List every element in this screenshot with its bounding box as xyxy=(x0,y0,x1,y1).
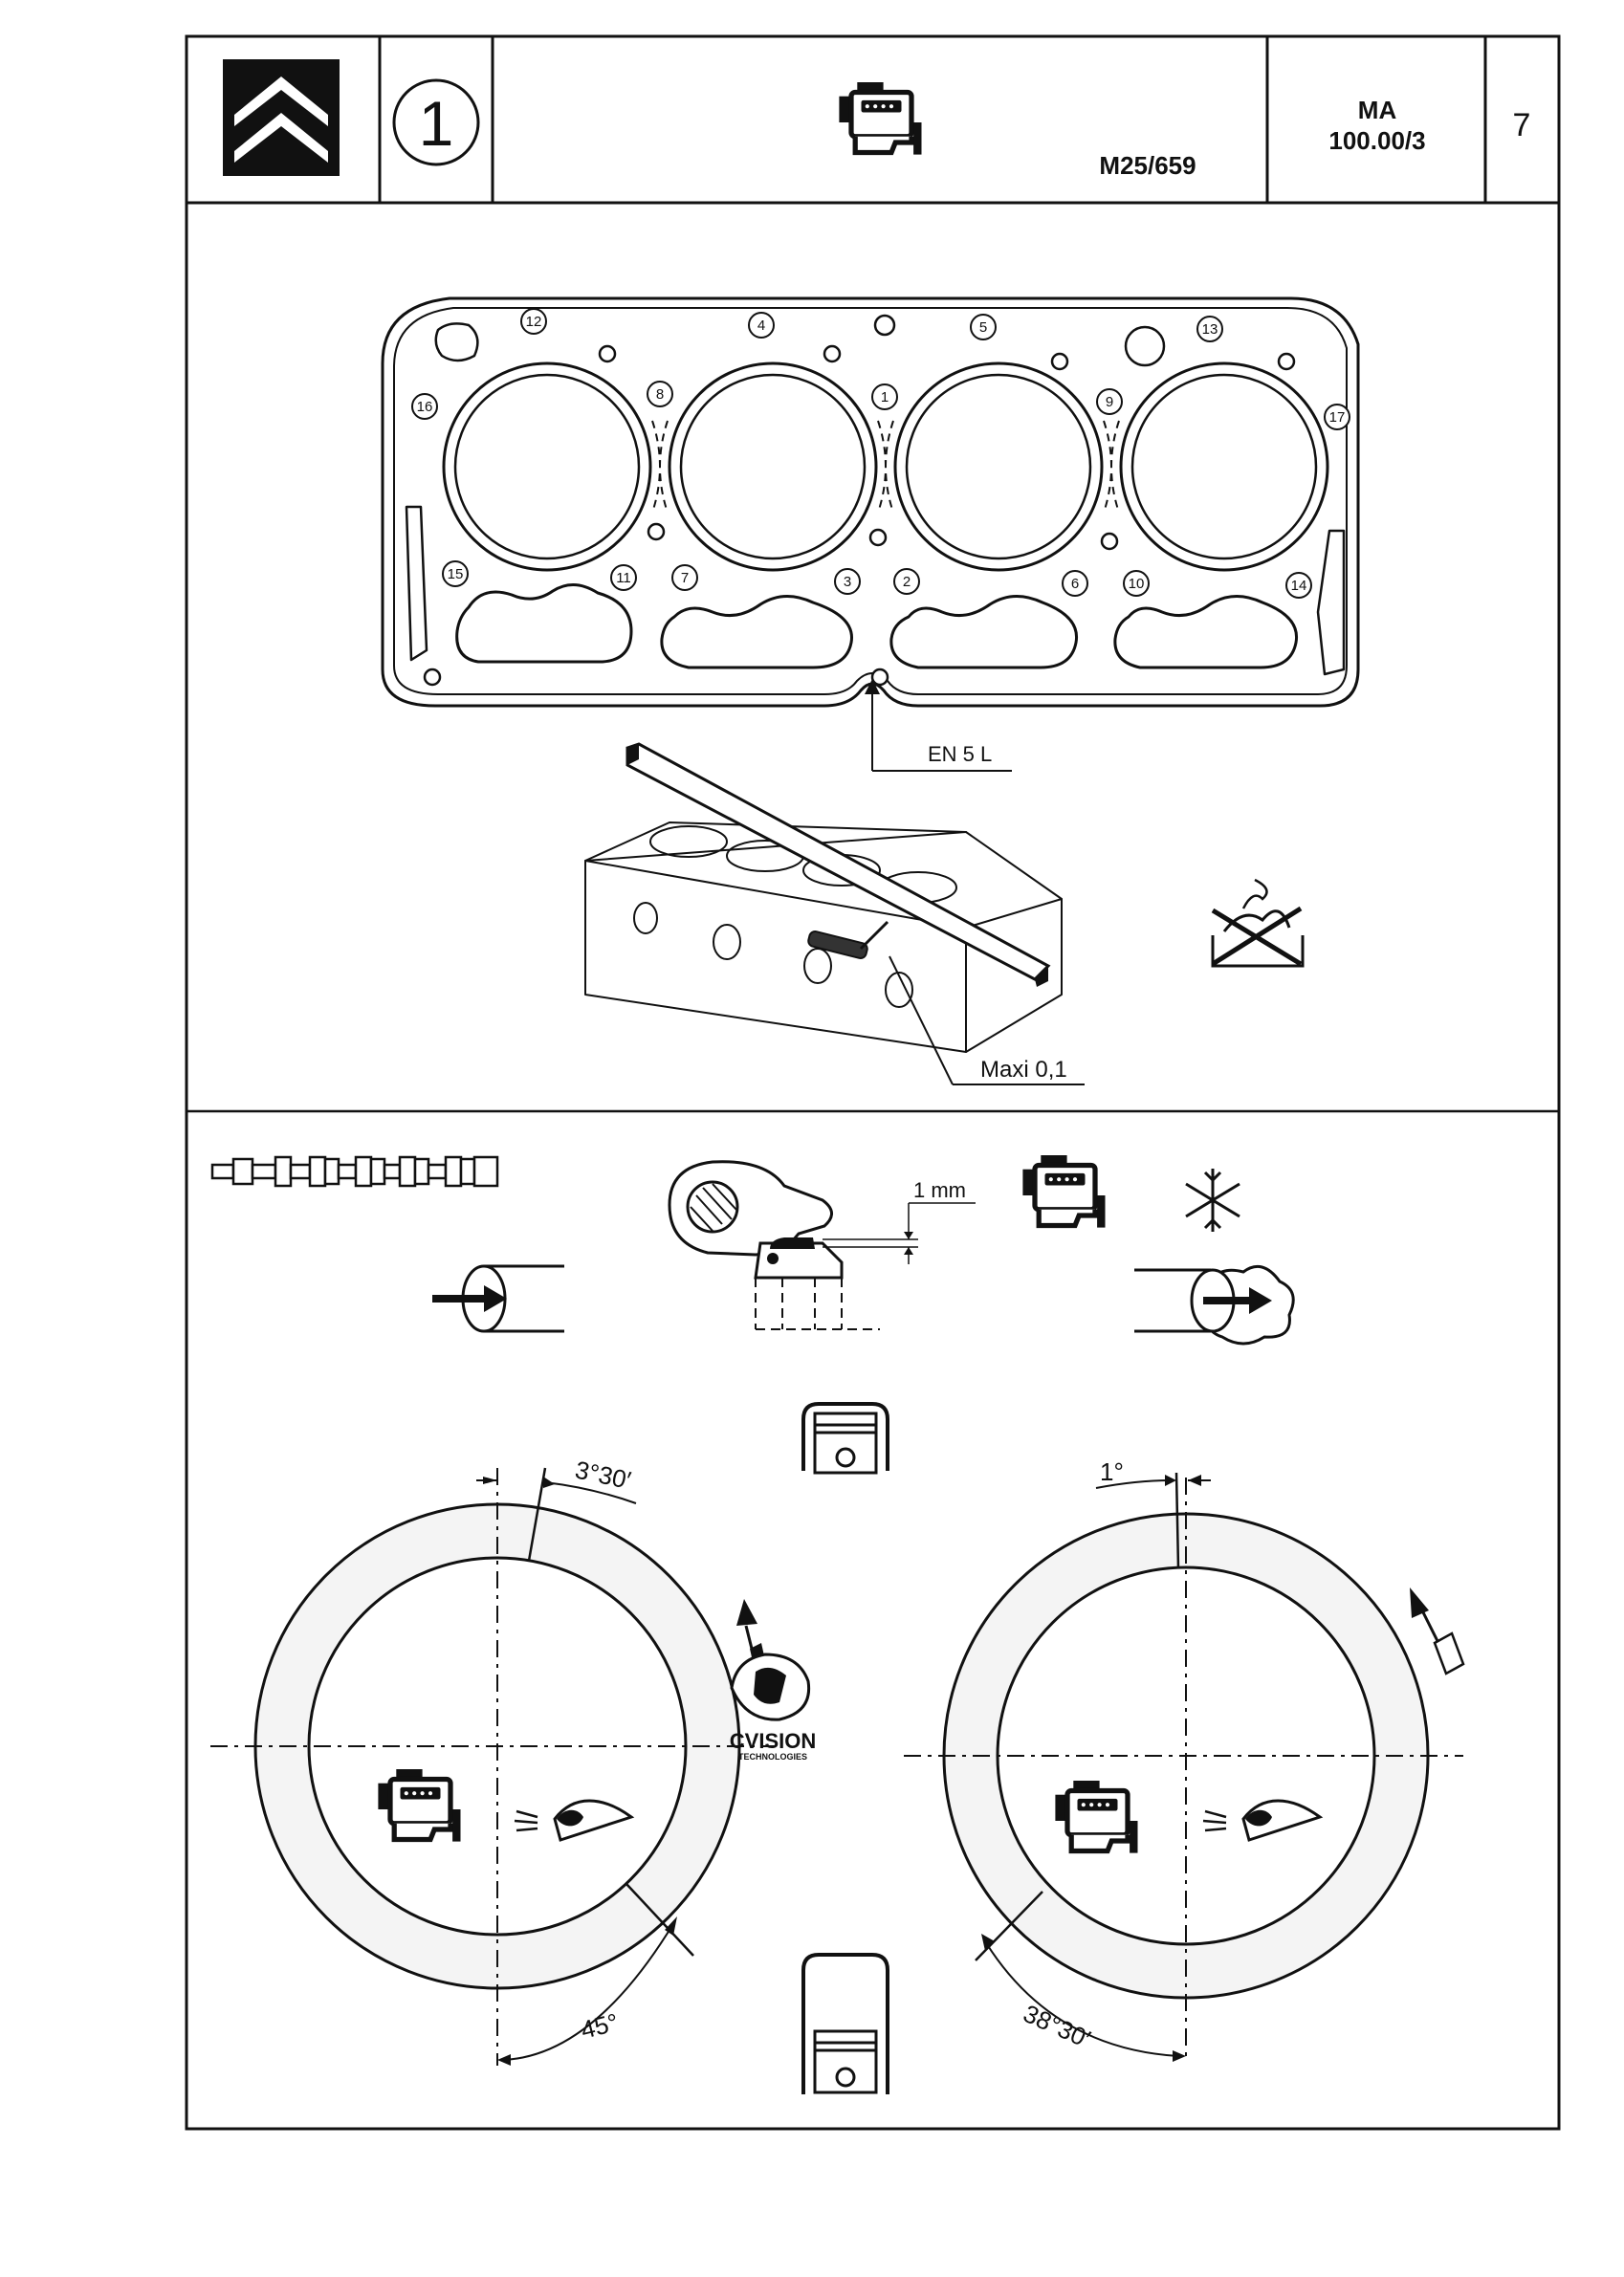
bolt-label-17: 17 xyxy=(1329,409,1346,426)
bolt-label-16: 16 xyxy=(417,399,433,415)
camshaft-icon xyxy=(210,1155,499,1188)
watermark-logo: CVISION TECHNOLOGIES xyxy=(730,1653,816,1762)
watermark-line1: CVISION xyxy=(730,1729,816,1753)
bolt-label-10: 10 xyxy=(1129,576,1145,592)
intake-close-angle: 45° xyxy=(578,2007,621,2045)
exhaust-close-angle: 38°30′ xyxy=(1020,1999,1095,2053)
engine-icon xyxy=(839,82,921,155)
marking-leader: EN 5 L xyxy=(865,679,1012,772)
step-badge: 1 xyxy=(392,78,480,166)
step-number: 1 xyxy=(419,88,454,159)
bolt-label-8: 8 xyxy=(656,386,664,403)
section-line2: 100.00/3 xyxy=(1328,126,1425,155)
page-frame xyxy=(185,34,1561,2131)
bolt-label-14: 14 xyxy=(1291,578,1307,594)
cylinder-block-flatness-drawing: Maxi 0,1 xyxy=(584,742,1085,1085)
valve-clearance-value: 1 mm xyxy=(913,1178,966,1202)
bolt-label-6: 6 xyxy=(1071,576,1079,592)
bolt-label-4: 4 xyxy=(757,317,765,334)
bolt-label-11: 11 xyxy=(616,570,631,586)
bolt-label-3: 3 xyxy=(844,574,851,590)
bolt-label-15: 15 xyxy=(448,566,464,582)
bolt-label-5: 5 xyxy=(979,319,987,336)
bolt-label-7: 7 xyxy=(681,570,689,586)
bolt-label-13: 13 xyxy=(1202,321,1218,338)
flatness-tolerance: Maxi 0,1 xyxy=(980,1057,1067,1083)
intake-timing-diagram: 3°30′ 45° xyxy=(210,1456,775,2066)
head-gasket-diagram: 1 2 3 4 5 6 7 8 9 10 11 12 13 1 xyxy=(381,296,1360,772)
bolt-label-12: 12 xyxy=(526,314,542,330)
exhaust-open-angle: 1° xyxy=(1100,1457,1124,1486)
bolt-label-9: 9 xyxy=(1106,394,1113,410)
section-line1: MA xyxy=(1358,96,1397,124)
page-number: 7 xyxy=(1513,107,1531,143)
exhaust-rotation-arrow xyxy=(1410,1587,1465,1675)
bolt-label-1: 1 xyxy=(881,389,889,405)
bolt-label-2: 2 xyxy=(903,574,911,590)
brand-logo xyxy=(223,59,340,176)
watermark-line2: TECHNOLOGIES xyxy=(738,1752,807,1762)
no-grinding-icon xyxy=(1211,878,1305,968)
engine-code: M25/659 xyxy=(1099,151,1196,180)
intake-valve-icon xyxy=(432,1264,564,1333)
snowflake-icon xyxy=(1185,1169,1240,1232)
exhaust-valve-icon xyxy=(1134,1264,1295,1346)
marking-label: EN 5 L xyxy=(928,742,992,766)
piston-bdc-icon xyxy=(801,1953,889,2094)
exhaust-timing-diagram: 1° 38°30′ xyxy=(904,1457,1465,2062)
piston-tdc-icon xyxy=(801,1402,889,1475)
valve-clearance-drawing: 1 mm xyxy=(668,1160,976,1330)
engine-cold-icon xyxy=(1022,1155,1105,1228)
